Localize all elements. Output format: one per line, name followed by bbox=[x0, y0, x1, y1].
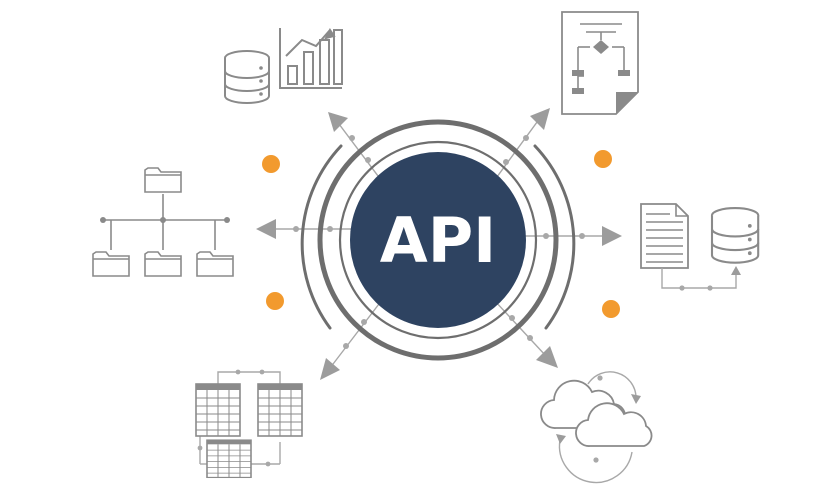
accent-dot bbox=[594, 150, 612, 168]
arrowhead bbox=[530, 108, 550, 130]
cloud-sync-icon bbox=[540, 371, 653, 484]
database-icon bbox=[710, 207, 760, 264]
connector-right bbox=[520, 226, 622, 246]
flowchart-document-icon bbox=[561, 11, 639, 115]
outer-arcs bbox=[300, 144, 576, 330]
arrowhead bbox=[536, 346, 558, 368]
accent-dot bbox=[602, 300, 620, 318]
node-document-database bbox=[640, 203, 760, 291]
outer-ring bbox=[317, 119, 559, 361]
api-center-circle bbox=[350, 152, 526, 328]
accent-dot bbox=[262, 155, 280, 173]
accent-dots bbox=[262, 150, 620, 318]
connector-left bbox=[256, 219, 356, 239]
arrowhead bbox=[256, 219, 276, 239]
arrowhead bbox=[320, 358, 340, 380]
spreadsheet-icon bbox=[195, 369, 303, 479]
bar-chart-icon bbox=[279, 28, 343, 89]
inner-ring bbox=[338, 140, 538, 340]
api-label: API bbox=[380, 204, 497, 277]
connector-bottom-left bbox=[320, 299, 383, 380]
arrowhead bbox=[602, 226, 622, 246]
document-icon bbox=[640, 203, 689, 269]
accent-dot bbox=[266, 292, 284, 310]
database-icon bbox=[224, 50, 270, 104]
node-database-chart bbox=[224, 28, 343, 104]
connector-bottom-right bbox=[493, 299, 558, 368]
arrowhead bbox=[328, 112, 348, 132]
folder-tree-icon bbox=[92, 167, 234, 277]
